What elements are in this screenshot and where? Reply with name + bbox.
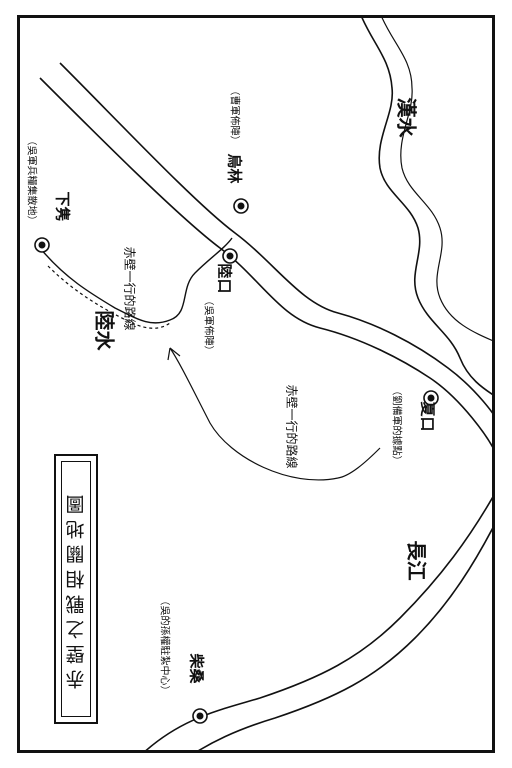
label-chaisang: 柴桑 — [187, 653, 206, 684]
label-han-river: 漢水 — [394, 97, 419, 138]
label-lu-river: 陸水 — [92, 310, 117, 351]
yangtze-lower-bank-b — [198, 527, 492, 750]
note-xiajun: （吳軍兵糧集散地） — [25, 135, 37, 226]
label-wulin: 烏林 — [225, 153, 244, 184]
marker-chaisang — [192, 708, 208, 724]
route-arc-lower — [169, 347, 339, 481]
route-label-lower: 赤壁一行的路線 — [122, 246, 137, 331]
label-xiajun: 下隽 — [53, 191, 72, 222]
yangtze-river-bank-b — [59, 62, 492, 414]
route-label-upper: 赤壁一行的路線 — [284, 384, 299, 469]
map-frame: 漢水 長江 陸水 烏林 （曹軍佈陣） 下隽 （吳軍兵糧集散地） 陸口 （吳軍佈陣… — [17, 15, 495, 753]
label-chang-river: 長江 — [404, 540, 429, 581]
marker-xiakou — [423, 390, 439, 406]
lu-river — [39, 237, 233, 324]
route-arrowhead — [167, 347, 181, 361]
label-lukou: 陸口 — [215, 263, 234, 294]
han-river-edge — [381, 18, 492, 342]
route-arc-lower-tail — [337, 447, 381, 479]
map-canvas — [34, 18, 492, 750]
label-xiakou: 夏口 — [418, 401, 437, 432]
map-title: 赤壁之戰相關地圖 — [65, 489, 88, 689]
note-chaisang: （吳的孫權駐紮中心） — [158, 595, 170, 696]
note-lukou: （吳軍佈陣） — [202, 295, 214, 356]
marker-xiajun — [34, 237, 50, 253]
marker-lukou — [222, 248, 238, 264]
map-title-box: 赤壁之戰相關地圖 — [54, 454, 98, 724]
note-wulin: （曹軍佈陣） — [228, 85, 240, 146]
lu-river-dashed-route — [47, 265, 171, 329]
marker-wulin — [233, 198, 249, 214]
han-river — [361, 18, 492, 396]
note-xiakou: （劉備軍的據點） — [390, 385, 402, 466]
yangtze-river-bank-a — [39, 77, 492, 448]
map-title-inner-border — [61, 461, 91, 717]
